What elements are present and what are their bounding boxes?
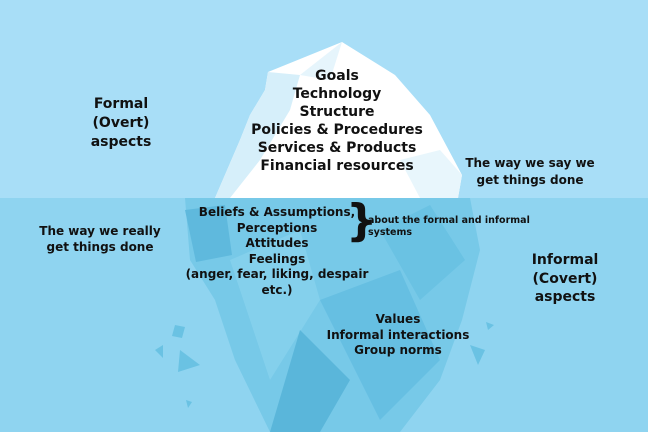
- tip-item: Structure: [299, 104, 375, 120]
- label-line: aspects: [90, 134, 152, 150]
- note-line: about the formal and informal: [368, 215, 530, 226]
- tip-item: Goals: [315, 68, 359, 84]
- middle-items: Beliefs & Assumptions, Perceptions Attit…: [186, 205, 369, 298]
- tip-item: Policies & Procedures: [251, 122, 423, 138]
- label-line: The way we say we: [465, 156, 595, 170]
- deep-item: Values: [375, 312, 421, 326]
- middle-item: Feelings: [248, 251, 306, 266]
- label-line: (Covert): [532, 270, 598, 287]
- middle-item: Attitudes: [245, 236, 309, 250]
- brace-note: about the formal and informal systems: [368, 215, 530, 239]
- tip-items: Goals Technology Structure Policies & Pr…: [251, 67, 423, 175]
- curly-brace-icon: }: [346, 195, 378, 246]
- tip-item: Technology: [292, 86, 382, 102]
- deep-items: Values Informal interactions Group norms: [327, 312, 470, 359]
- label-line: get things done: [46, 240, 154, 254]
- deep-item: Group norms: [354, 343, 442, 357]
- tip-item: Financial resources: [260, 158, 414, 174]
- deep-item: Informal interactions: [326, 327, 470, 342]
- middle-item: Perceptions: [236, 220, 318, 235]
- say-label: The way we say we get things done: [465, 155, 594, 189]
- label-line: aspects: [534, 289, 596, 305]
- middle-item: etc.): [261, 282, 293, 297]
- tip-item: Services & Products: [257, 140, 417, 156]
- formal-overt-label: Formal (Overt) aspects: [91, 95, 152, 152]
- label-line: get things done: [476, 173, 584, 187]
- informal-covert-label: Informal (Covert) aspects: [532, 251, 599, 307]
- label-line: The way we really: [39, 224, 161, 238]
- label-line: (Overt): [92, 115, 150, 131]
- label-line: Formal: [93, 96, 149, 112]
- really-label: The way we really get things done: [39, 223, 160, 255]
- iceberg-tip: [215, 42, 462, 198]
- middle-item: Beliefs & Assumptions,: [198, 205, 356, 219]
- note-line: systems: [368, 227, 413, 238]
- label-line: Informal: [531, 252, 599, 268]
- underwater-iceberg: [155, 198, 494, 432]
- middle-item: (anger, fear, liking, despair: [185, 267, 369, 281]
